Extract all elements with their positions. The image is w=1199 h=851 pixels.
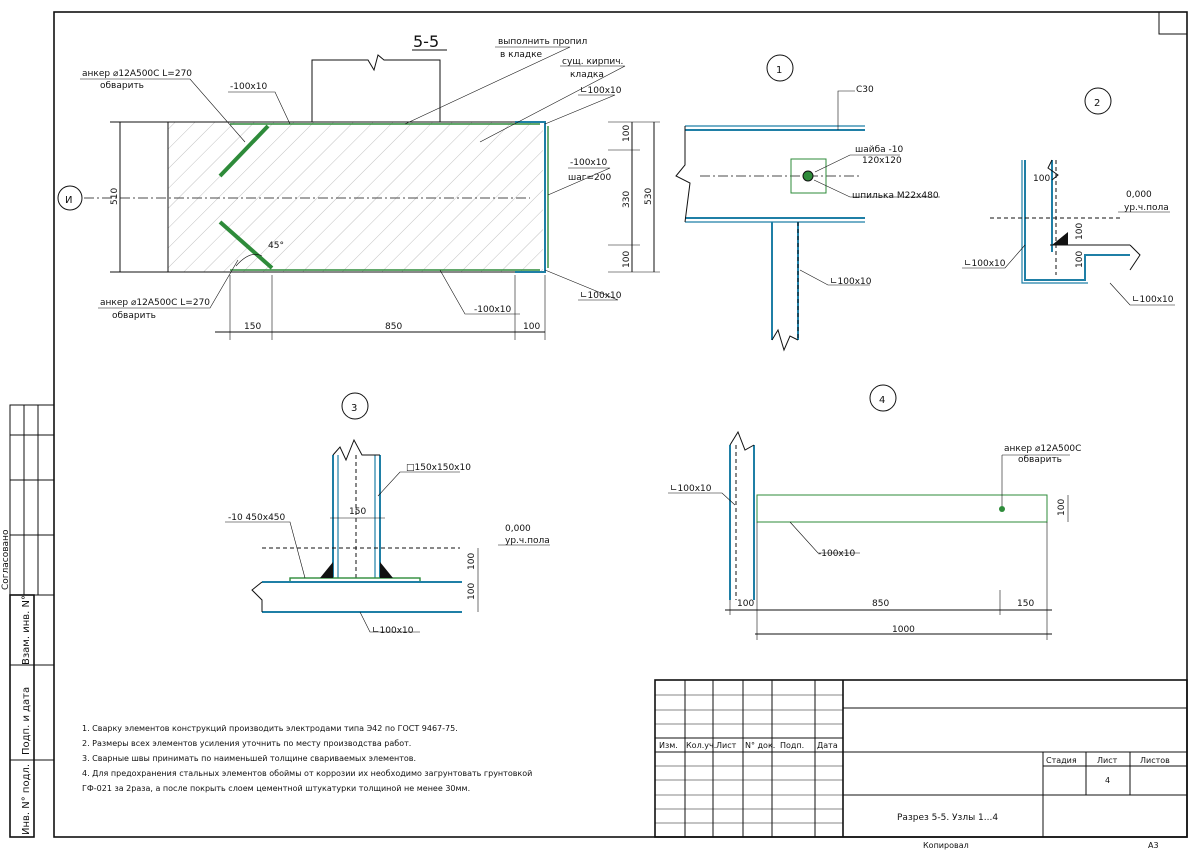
node1-number: 1 [776,65,782,76]
node3-level-label: ур.ч.пола [505,536,550,546]
angle-bot-label: ∟100x10 [580,291,622,301]
node3-tube: □150x150x10 [406,463,471,473]
dim-530: 530 [644,188,654,205]
col-kol: Кол.уч. [686,741,716,750]
node3-plate: -10 450x450 [228,513,286,523]
node-3: 3 150 □150x150x10 -10 450x450 0,000 ур.ч… [225,392,550,636]
node2-level-label: ур.ч.пола [1124,203,1169,213]
col-sign: Подп. [780,741,804,750]
note-5: ГФ-021 за 2раза, а после покрыть слоем ц… [82,784,470,793]
dim-100b: 100 [622,251,632,268]
anchor-top-label: анкер ⌀12А500С L=270 [82,69,192,79]
node2-d100c: 100 [1075,251,1085,268]
note-2: 2. Размеры всех элементов усиления уточн… [82,739,411,748]
step-label: шаг=200 [568,173,611,183]
node2-d100b: 100 [1075,223,1085,240]
node4-d100: 100 [737,599,754,609]
node-2: 2 100 100 100 0,000 ур.ч.пола ∟100x10 ∟1… [962,87,1175,306]
node-4: 4 анкер ⌀12А500С обварить ∟100x10 -100x1… [668,384,1081,640]
side-inv-orig: Инв. N° подл. [21,764,32,835]
format-label: А3 [1148,841,1159,850]
node4-d850: 850 [872,599,889,609]
node1-washer: шайба -10 [855,145,903,155]
plate-top-label: -100x10 [230,82,267,92]
drawing-title: Разрез 5-5. Узлы 1...4 [897,813,998,823]
sheet-label: Лист [1097,756,1118,765]
node3-d150: 150 [349,507,366,517]
anchor-bot-label: анкер ⌀12А500С L=270 [100,298,210,308]
sheet-value: 4 [1105,776,1110,785]
note-1: 1. Сварку элементов конструкций производ… [82,724,458,733]
node4-anchor-note: обварить [1018,455,1062,465]
node4-number: 4 [879,395,885,406]
node1-washer-size: 120x120 [862,156,902,166]
angle-45: 45° [268,241,284,251]
section-title: 5-5 [413,32,439,51]
cut-label-2: в кладке [500,50,543,60]
copied-label: Копировал [923,841,969,850]
node2-d100: 100 [1033,174,1050,184]
note-3: 3. Сварные швы принимать по наименьшей т… [82,754,416,763]
masonry-label: сущ. кирпич. [562,57,623,67]
anchor-top-note: обварить [100,81,144,91]
section-5-5: 5-5 И 510 [57,32,660,340]
col-list: Лист [716,741,737,750]
node1-channel: С30 [856,85,874,95]
dim-850: 850 [385,322,402,332]
node4-d150: 150 [1017,599,1034,609]
stage-label: Стадия [1046,756,1077,765]
node4-angle: ∟100x10 [670,484,712,494]
side-agreed: Согласовано [1,529,11,590]
node3-level-value: 0,000 [505,524,531,534]
node4-anchor: анкер ⌀12А500С [1004,444,1081,454]
node2-angle-left: ∟100x10 [964,259,1006,269]
node2-level-value: 0,000 [1126,190,1152,200]
dim-510: 510 [110,188,120,205]
node-1: 1 С30 шайба -10 120x120 шпилька М22х480 … [675,54,940,352]
col-doc: N° док. [745,741,775,750]
node4-d1000: 1000 [892,625,915,635]
node3-d100b: 100 [467,583,477,600]
col-date: Дата [817,741,838,750]
node1-angle: ∟100x10 [830,277,872,287]
side-sign-date: Подп. и дата [21,687,32,755]
plate-bot-label: -100x10 [474,305,511,315]
anchor-bot-note: обварить [112,311,156,321]
sheets-label: Листов [1140,756,1170,765]
angle-top-label: ∟100x10 [580,86,622,96]
corner-box [1158,11,1188,35]
node4-d100v: 100 [1057,499,1067,516]
side-strip: Согласовано Взам. инв. N° Подп. и дата И… [1,404,55,838]
col-izm: Изм. [659,741,678,750]
dim-150: 150 [244,322,261,332]
node2-angle-right: ∟100x10 [1132,295,1174,305]
note-4: 4. Для предохранения стальных элементов … [82,769,532,778]
cut-label: выполнить пропил [498,37,587,47]
side-inv-repl: Взам. инв. N° [21,595,32,665]
node4-plate: -100x10 [818,549,855,559]
node2-number: 2 [1094,98,1100,109]
plate-side-label: -100x10 [570,158,607,168]
axis-label: И [65,195,72,206]
node1-stud: шпилька М22х480 [852,191,939,201]
dim-330: 330 [622,191,632,208]
node3-angle: ∟100x10 [372,626,414,636]
node3-d100: 100 [467,553,477,570]
title-block: Изм. Кол.уч. Лист N° док. Подп. Дата Ста… [654,679,1188,850]
dim-100a: 100 [622,125,632,142]
dim-100: 100 [523,322,540,332]
masonry-label-2: кладка [570,70,604,80]
general-notes: 1. Сварку элементов конструкций производ… [82,724,532,793]
node3-number: 3 [351,403,357,414]
